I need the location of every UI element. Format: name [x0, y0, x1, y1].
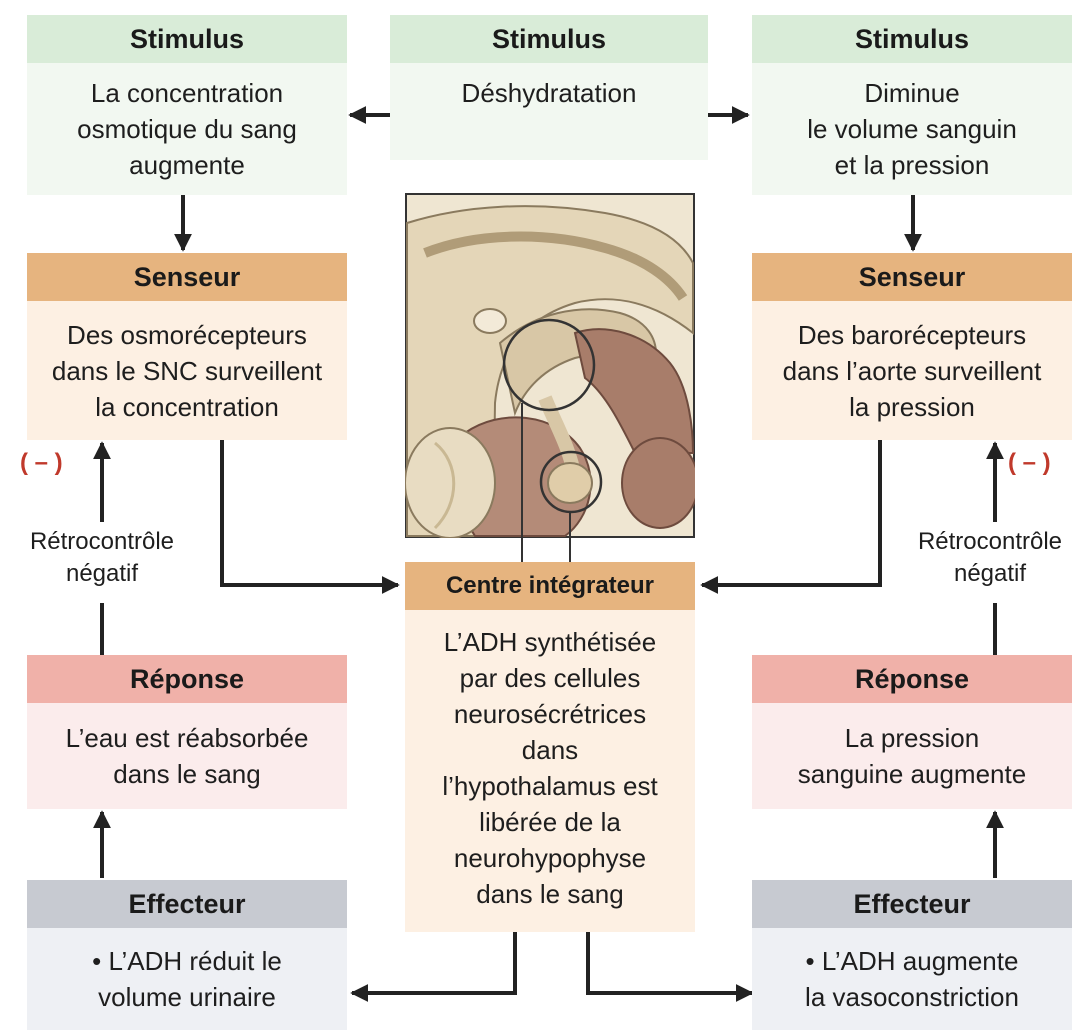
stimulus-center-header: Stimulus	[390, 15, 708, 63]
arrow-left-sensor-to-integrator	[222, 440, 398, 585]
effector-right-header: Effecteur	[752, 880, 1072, 928]
sensor-right-box: Senseur Des barorécepteurs dans l’aorte …	[752, 253, 1072, 440]
response-left-text: L’eau est réabsorbée dans le sang	[27, 703, 347, 809]
brain-section-illustration	[405, 193, 695, 538]
arrow-integrator-to-left-effector	[352, 932, 515, 993]
stimulus-left-header: Stimulus	[27, 15, 347, 63]
effector-left-header: Effecteur	[27, 880, 347, 928]
stimulus-right-text: Diminue le volume sanguin et la pression	[752, 63, 1072, 195]
feedback-right-label: Rétrocontrôle négatif	[895, 526, 1085, 590]
response-right-header: Réponse	[752, 655, 1072, 703]
effector-right-box: Effecteur • L’ADH augmente la vasoconstr…	[752, 880, 1072, 1030]
stimulus-left-box: Stimulus La concentration osmotique du s…	[27, 15, 347, 195]
integrator-header: Centre intégrateur	[405, 562, 695, 610]
sensor-left-text: Des osmorécepteurs dans le SNC surveille…	[27, 301, 347, 440]
arrow-integrator-to-right-effector	[588, 932, 752, 993]
response-left-header: Réponse	[27, 655, 347, 703]
feedback-left-label: Rétrocontrôle négatif	[2, 526, 202, 590]
response-left-box: Réponse L’eau est réabsorbée dans le san…	[27, 655, 347, 809]
effector-left-box: Effecteur • L’ADH réduit le volume urina…	[27, 880, 347, 1030]
integrator-box: Centre intégrateur L’ADH synthétisée par…	[405, 562, 695, 932]
stimulus-right-box: Stimulus Diminue le volume sanguin et la…	[752, 15, 1072, 195]
feedback-left-minus: ( – )	[20, 449, 63, 477]
sensor-left-box: Senseur Des osmorécepteurs dans le SNC s…	[27, 253, 347, 440]
stimulus-right-header: Stimulus	[752, 15, 1072, 63]
integrator-text: L’ADH synthétisée par des cellules neuro…	[405, 610, 695, 932]
stimulus-center-text: Déshydratation	[390, 63, 708, 160]
feedback-right-minus: ( – )	[1008, 449, 1051, 477]
sensor-left-header: Senseur	[27, 253, 347, 301]
arrow-right-sensor-to-integrator	[702, 440, 880, 585]
response-right-box: Réponse La pression sanguine augmente	[752, 655, 1072, 809]
sensor-right-text: Des barorécepteurs dans l’aorte surveill…	[752, 301, 1072, 440]
effector-left-text: • L’ADH réduit le volume urinaire	[27, 928, 347, 1030]
sensor-right-header: Senseur	[752, 253, 1072, 301]
pointer-lines	[520, 538, 580, 564]
effector-right-text: • L’ADH augmente la vasoconstriction	[752, 928, 1072, 1030]
response-right-text: La pression sanguine augmente	[752, 703, 1072, 809]
stimulus-center-box: Stimulus Déshydratation	[390, 15, 708, 160]
stimulus-left-text: La concentration osmotique du sang augme…	[27, 63, 347, 195]
